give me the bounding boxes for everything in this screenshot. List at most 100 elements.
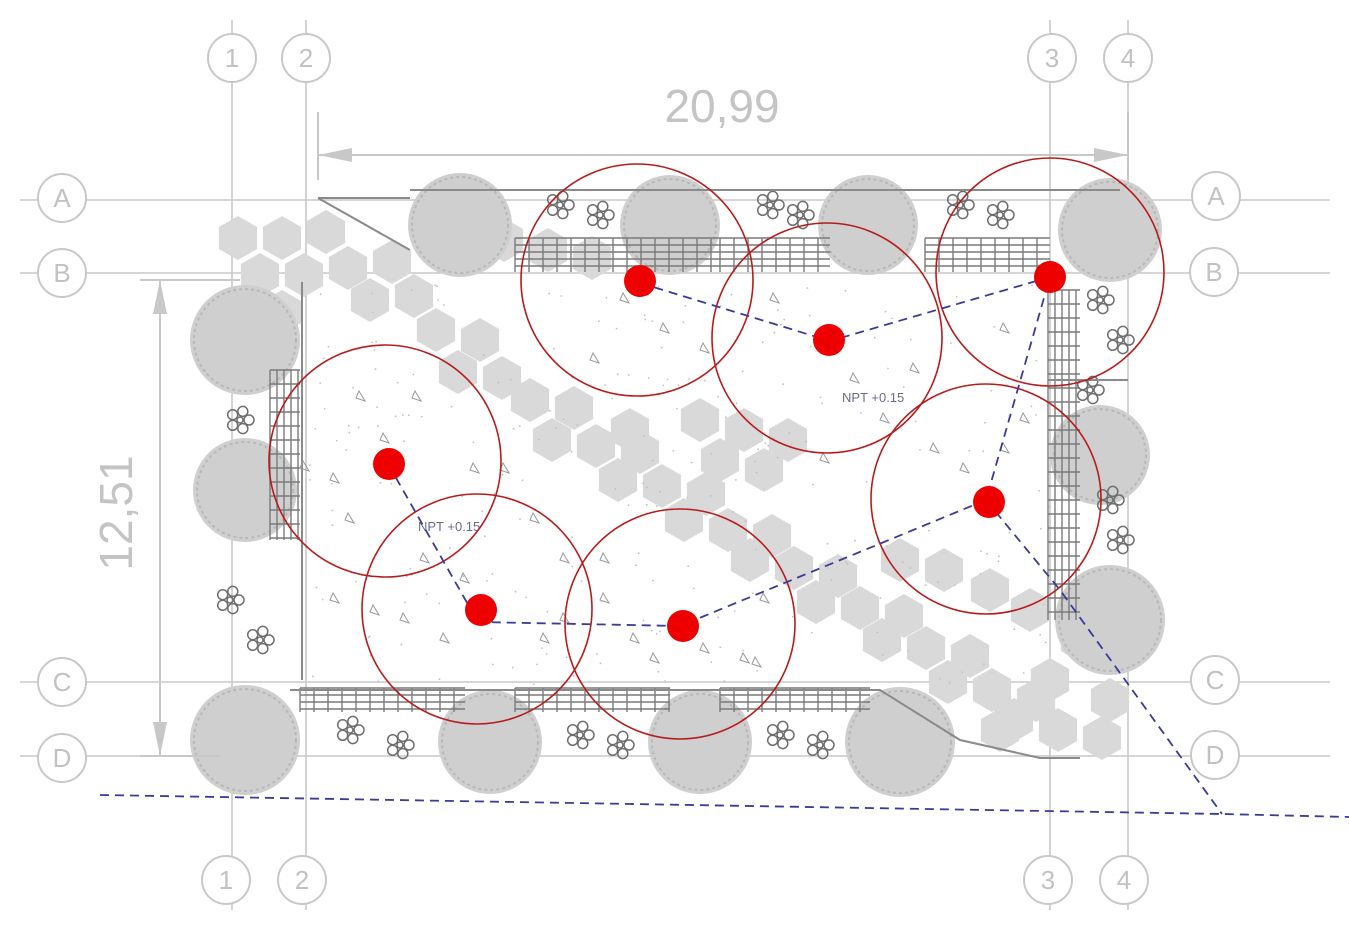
coverage-circle [870,383,1102,615]
paver-field [218,208,1130,760]
sensor-icon [973,486,1005,518]
hedge-strip [719,687,870,712]
paver-icon [1090,678,1130,722]
paver-icon [598,458,638,502]
paver-icon [460,318,500,362]
tree-group [190,173,1165,797]
shrub-icon [946,190,975,220]
paver-icon [572,236,612,280]
paver-icon [980,708,1020,752]
shrub-icon [566,720,595,750]
paver-icon [510,378,550,422]
shrub-icon [226,405,255,435]
sensor-icon [373,448,405,480]
paver-icon [970,568,1010,612]
paver-icon [744,448,784,492]
coverage-circle [935,157,1165,387]
grid-bubble-d-left: D [53,743,72,773]
hedge-strip [924,237,1050,272]
pipe-branch [985,499,1223,815]
tree-icon [190,285,300,395]
shrub-icon [246,625,275,655]
grid-bubble-a-left: A [53,183,71,213]
paver-icon [708,508,748,552]
paver-icon [576,424,616,468]
paver-icon [774,546,814,590]
paver-icon [840,586,880,630]
tree-icon [1058,178,1162,282]
sensor-icon [624,265,656,297]
shrub-icon [766,720,795,750]
paver-icon [610,408,650,452]
sensor-icon [465,594,497,626]
grid-bubble-a-right: A [1207,181,1225,211]
shrub-icon [786,200,815,230]
paver-icon [924,548,964,592]
grid-bubble-3-bottom: 3 [1041,865,1055,895]
coverage-circle [361,493,593,725]
paver-icon [350,278,390,322]
shrub-icon [1086,285,1115,315]
tree-icon [193,438,297,542]
paver-icon [680,398,720,442]
property-line [99,794,1349,818]
paver-icon [880,538,920,582]
shrub-icon [1106,325,1135,355]
sensor-icon [813,324,845,356]
paver-icon [306,210,346,254]
shrub-icon [1096,485,1125,515]
width-dimension-label: 20,99 [664,80,779,132]
paver-icon [928,660,968,704]
paver-icon [532,418,572,462]
hedge-strip [269,369,300,540]
shrub-icon [386,730,415,760]
paver-icon [416,308,456,352]
shrub-icon [586,200,615,230]
paver-icon [1038,708,1078,752]
level-label: NPT +0.15 [418,519,480,534]
grid-bubbles: 1 2 3 4 1 2 3 4 A B C D A B C D [37,33,1241,905]
paver-icon [906,626,946,670]
paver-icon [438,350,478,394]
paver-icon [218,216,258,260]
floor-texture [299,284,1051,686]
shrub-icon [986,200,1015,230]
paver-icon [950,634,990,678]
paver-icon [768,418,808,462]
paver-icon [372,240,412,284]
paver-icon [862,618,902,662]
grid-bubble-3-top: 3 [1045,43,1059,73]
paver-icon [642,464,682,508]
plaza-boundary [290,189,1128,759]
hedge-strip [514,237,720,272]
paver-icon [730,538,770,582]
paver-icon [1082,716,1122,760]
paver-icon [686,472,726,516]
grid-bubble-c-right: C [1206,665,1225,695]
paver-icon [394,274,434,318]
shrub-icon [756,190,785,220]
grid-bubble-4-bottom: 4 [1117,865,1131,895]
paver-icon [700,438,740,482]
shrub-icon [216,585,245,615]
grid-bubble-d-right: D [1206,740,1225,770]
height-dimension: 12,51 [90,279,240,757]
paver-icon [328,246,368,290]
paver-icon [284,253,324,297]
grid-bubble-1-bottom: 1 [219,865,233,895]
hedge-strip [719,237,830,272]
grid-bubble-2-bottom: 2 [295,865,309,895]
sensor-icon [1034,261,1066,293]
shrub-icon [806,730,835,760]
coverage-circles [268,157,1165,740]
grid-bubble-c-left: C [53,667,72,697]
tree-icon [408,173,512,277]
grid-bubble-b-left: B [53,258,70,288]
coverage-circle [268,344,502,578]
tree-icon [818,175,918,275]
hedge-group [216,190,1135,760]
tree-icon [438,690,542,794]
hedge-strip [514,687,670,712]
tree-icon [620,175,720,275]
